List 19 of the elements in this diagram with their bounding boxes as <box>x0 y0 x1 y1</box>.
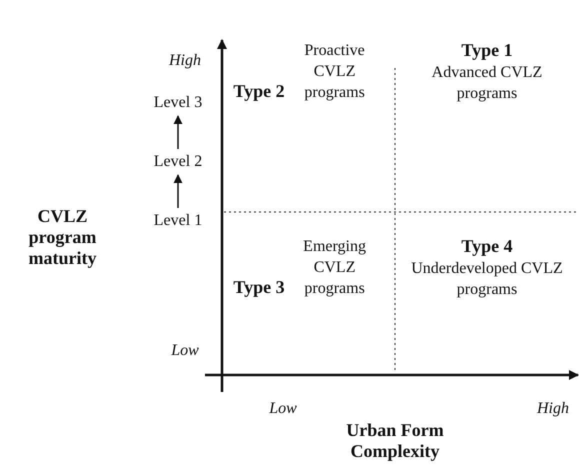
arrow <box>174 115 182 149</box>
quadrant-description: Proactive CVLZ programs <box>303 41 366 103</box>
quadrant-description: Underdeveloped CVLZ programs <box>410 259 564 300</box>
axis-end-label: High <box>168 51 202 71</box>
level-label: Level 1 <box>154 211 202 231</box>
axis-end-label: Low <box>170 341 200 361</box>
quadrant-description: Advanced CVLZ programs <box>430 63 544 104</box>
level-label: Level 2 <box>154 152 202 172</box>
level-label: Level 3 <box>154 93 202 113</box>
arrow <box>174 174 182 208</box>
axis-title: Urban Form Complexity <box>345 420 445 462</box>
axis-end-label: Low <box>268 399 298 419</box>
axis-title: CVLZ program maturity <box>28 206 98 269</box>
quadrant-title: Type 2 <box>233 81 285 102</box>
quadrant-description: Emerging CVLZ programs <box>302 237 367 299</box>
quadrant-title: Type 3 <box>233 277 285 298</box>
quadrant-title: Type 1 <box>461 40 513 61</box>
axis-end-label: High <box>536 399 570 419</box>
quadrant-title: Type 4 <box>461 236 513 257</box>
